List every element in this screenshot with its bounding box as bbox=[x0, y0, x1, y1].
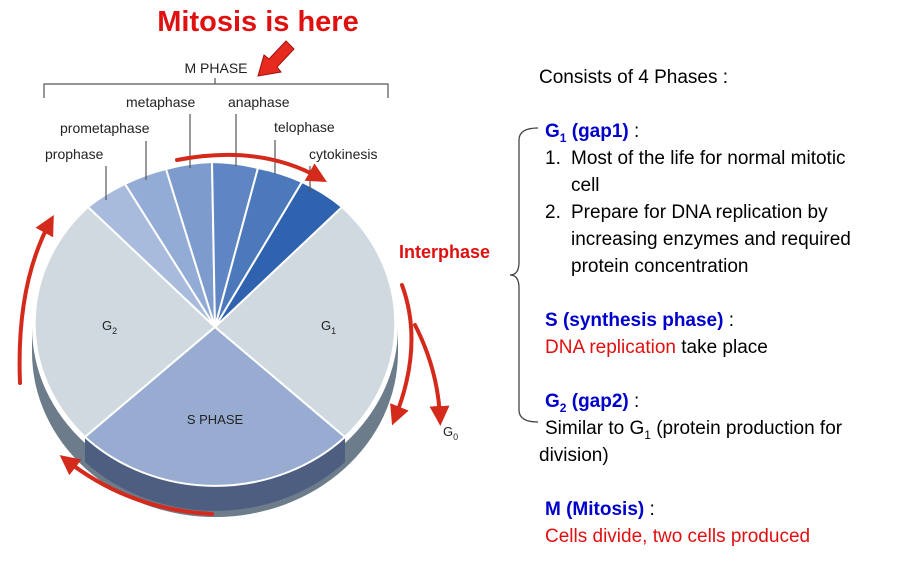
headline-arrow-icon bbox=[257, 40, 295, 77]
m-section: M (Mitosis) : Cells divide, two cells pr… bbox=[539, 496, 909, 550]
g1-title: G1 (gap1) : bbox=[539, 118, 909, 145]
stage-metaphase: metaphase bbox=[126, 94, 195, 110]
g1-title-main: G bbox=[545, 121, 560, 142]
pie-top bbox=[33, 161, 397, 487]
g2-title: G2 (gap2) : bbox=[545, 391, 640, 415]
g1-title-sub: 1 bbox=[559, 130, 567, 145]
arrow-g0-icon bbox=[413, 323, 450, 426]
interphase-label: Interphase bbox=[399, 242, 490, 262]
g1-title-rest: (gap1) bbox=[566, 121, 629, 142]
intro-text: Consists of 4 Phases : bbox=[539, 67, 729, 88]
m-phase-label: M PHASE bbox=[184, 60, 247, 76]
phase-description-panel: Consists of 4 Phases : G1 (gap1) : 1. Mo… bbox=[539, 64, 909, 550]
stage-anaphase: anaphase bbox=[228, 94, 290, 110]
g2-section: G2 (gap2) : Similar to G1 (protein produ… bbox=[539, 388, 909, 469]
stage-telophase: telophase bbox=[274, 119, 335, 135]
arrow-m-phase-icon bbox=[175, 152, 327, 182]
g2-desc-line2: division) bbox=[539, 445, 609, 466]
g1-section: G1 (gap1) : 1. Most of the life for norm… bbox=[539, 118, 909, 280]
stage-prophase: prophase bbox=[45, 146, 104, 162]
g0-label: G0 bbox=[443, 424, 458, 442]
pie-side bbox=[32, 327, 398, 517]
m-phase-bracket bbox=[43, 78, 389, 98]
m-title: M (Mitosis) : bbox=[545, 499, 655, 520]
m-desc: Cells divide, two cells produced bbox=[545, 526, 811, 547]
arrow-g1-icon bbox=[390, 283, 414, 426]
s-title: S (synthesis phase) : bbox=[545, 310, 735, 331]
segment-g1 bbox=[214, 206, 397, 438]
interphase-brace bbox=[509, 127, 539, 423]
g2-label: G2 bbox=[102, 318, 117, 336]
g1-item-1: 1. Most of the life for normal mitotic c… bbox=[545, 148, 846, 196]
stage-cytokinesis: cytokinesis bbox=[309, 146, 377, 162]
stage-prometaphase: prometaphase bbox=[60, 120, 150, 136]
s-phase-label: S PHASE bbox=[187, 412, 244, 427]
s-section: S (synthesis phase) : DNA replication ta… bbox=[539, 307, 909, 361]
arrow-s-icon bbox=[59, 455, 214, 516]
segment-cytokinesis bbox=[214, 181, 343, 328]
arrow-g2-icon bbox=[17, 214, 54, 385]
headline: Mitosis is here bbox=[157, 6, 358, 38]
g1-label: G1 bbox=[321, 318, 336, 336]
g1-item-2: 2. Prepare for DNA replication by increa… bbox=[545, 202, 851, 277]
s-desc: DNA replication take place bbox=[545, 337, 768, 358]
g2-desc: Similar to G1 (protein production for bbox=[545, 418, 843, 442]
cycle-arrows bbox=[17, 152, 450, 516]
segment-g2 bbox=[33, 206, 216, 438]
segment-s-phase bbox=[84, 326, 346, 487]
g1-title-colon: : bbox=[628, 121, 640, 142]
g1-list: 1. Most of the life for normal mitotic c… bbox=[539, 145, 909, 280]
